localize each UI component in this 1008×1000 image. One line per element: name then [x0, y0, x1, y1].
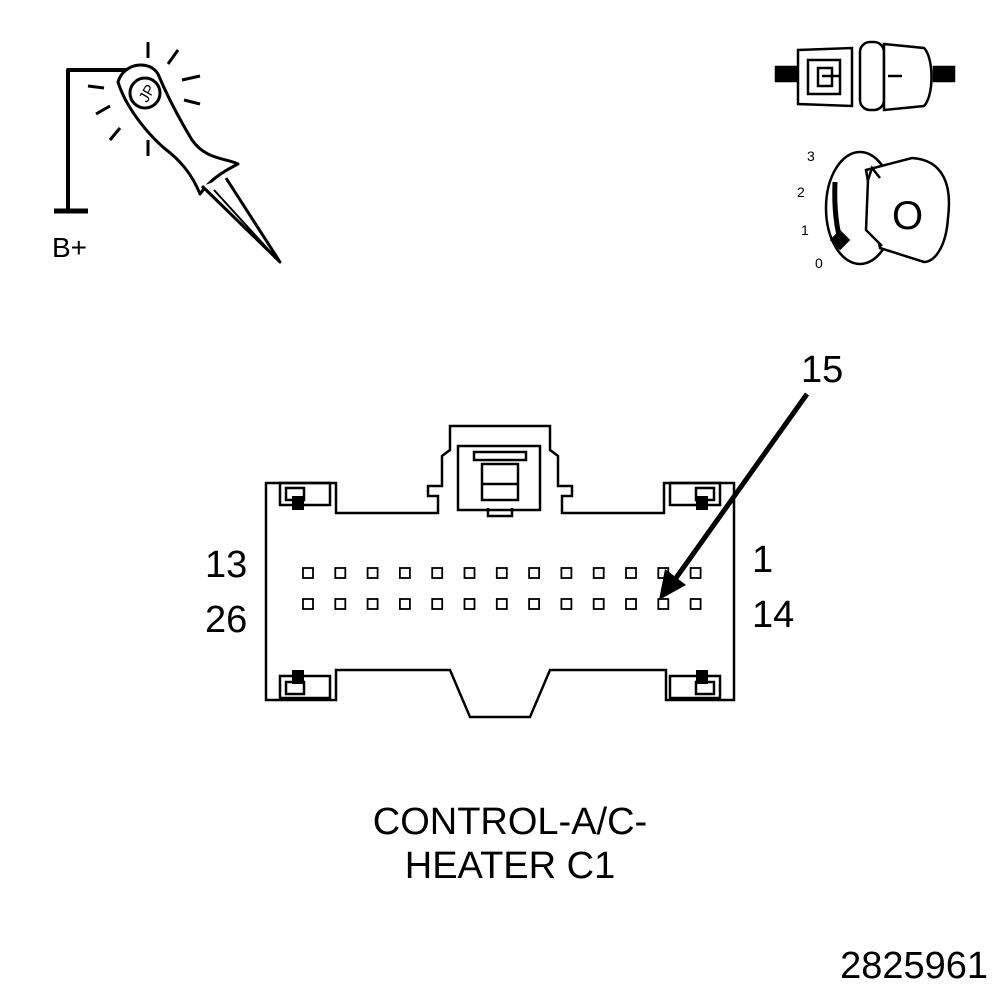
pin-cavity: [657, 598, 670, 610]
connector-face: [264, 424, 736, 719]
pin-cavity: [689, 598, 702, 610]
pin-cavity: [495, 598, 508, 610]
pin-cavity: [398, 567, 411, 579]
pin-cavity: [302, 567, 314, 579]
ignition-position-1: 1: [801, 222, 809, 238]
corner-lock-bottom-left: [278, 670, 332, 700]
disconnected-connector-icon: [774, 40, 956, 112]
pin-cavity: [495, 567, 508, 579]
pin-cavity: [366, 598, 379, 610]
ignition-key-text: O: [892, 194, 924, 238]
pin-label-top-right: 1: [752, 539, 774, 581]
corner-lock-top-right: [668, 481, 722, 510]
pin-cavity: [463, 567, 476, 579]
ignition-position-0: 0: [815, 255, 823, 271]
pin-cavity: [625, 598, 637, 610]
connector-title: CONTROL-A/C- HEATER C1: [300, 800, 720, 888]
test-light-probe-icon: JP: [54, 42, 282, 264]
b-plus-wire: [66, 68, 128, 210]
b-plus-label: B+: [52, 232, 88, 263]
pin-label-top-left: 13: [205, 544, 248, 586]
ignition-position-2: 2: [797, 184, 805, 200]
pin-cavity: [592, 567, 605, 579]
pin-cavity: [528, 598, 540, 610]
pin-cavity: [366, 567, 379, 579]
pin-cavity: [528, 567, 540, 579]
pin-cavity: [560, 598, 573, 610]
pin-cavity: [431, 567, 444, 579]
pin-cavity: [560, 567, 573, 579]
pin-label-bottom-right: 14: [752, 594, 795, 636]
corner-lock-bottom-right: [668, 670, 722, 700]
pin-cavity: [334, 598, 347, 610]
connector-title-line-1: CONTROL-A/C-: [372, 801, 648, 843]
pin-cavity: [431, 598, 444, 610]
connector-title-line-2: HEATER C1: [404, 845, 616, 887]
pin-15-leader-arrow: [659, 392, 810, 600]
pin-cavities: [302, 567, 702, 610]
highlighted-pin-label: 15: [801, 349, 844, 391]
corner-lock-top-left: [278, 481, 332, 510]
pin-cavity: [463, 598, 476, 610]
ignition-position-3: 3: [807, 148, 815, 164]
figure-number: 2825961: [840, 945, 988, 987]
pin-cavity: [302, 598, 314, 610]
connector-latch: [456, 444, 542, 512]
pin-label-bottom-left: 26: [205, 599, 248, 641]
probe-logo: JP: [136, 82, 159, 106]
pin-cavity: [689, 567, 702, 579]
light-rays: [87, 42, 201, 156]
pin-cavity: [398, 598, 411, 610]
pin-cavity: [625, 567, 637, 579]
probe-lens: [128, 76, 162, 110]
pin-cavity: [592, 598, 605, 610]
ignition-key-icon: [824, 150, 951, 266]
pin-cavity: [334, 567, 347, 579]
